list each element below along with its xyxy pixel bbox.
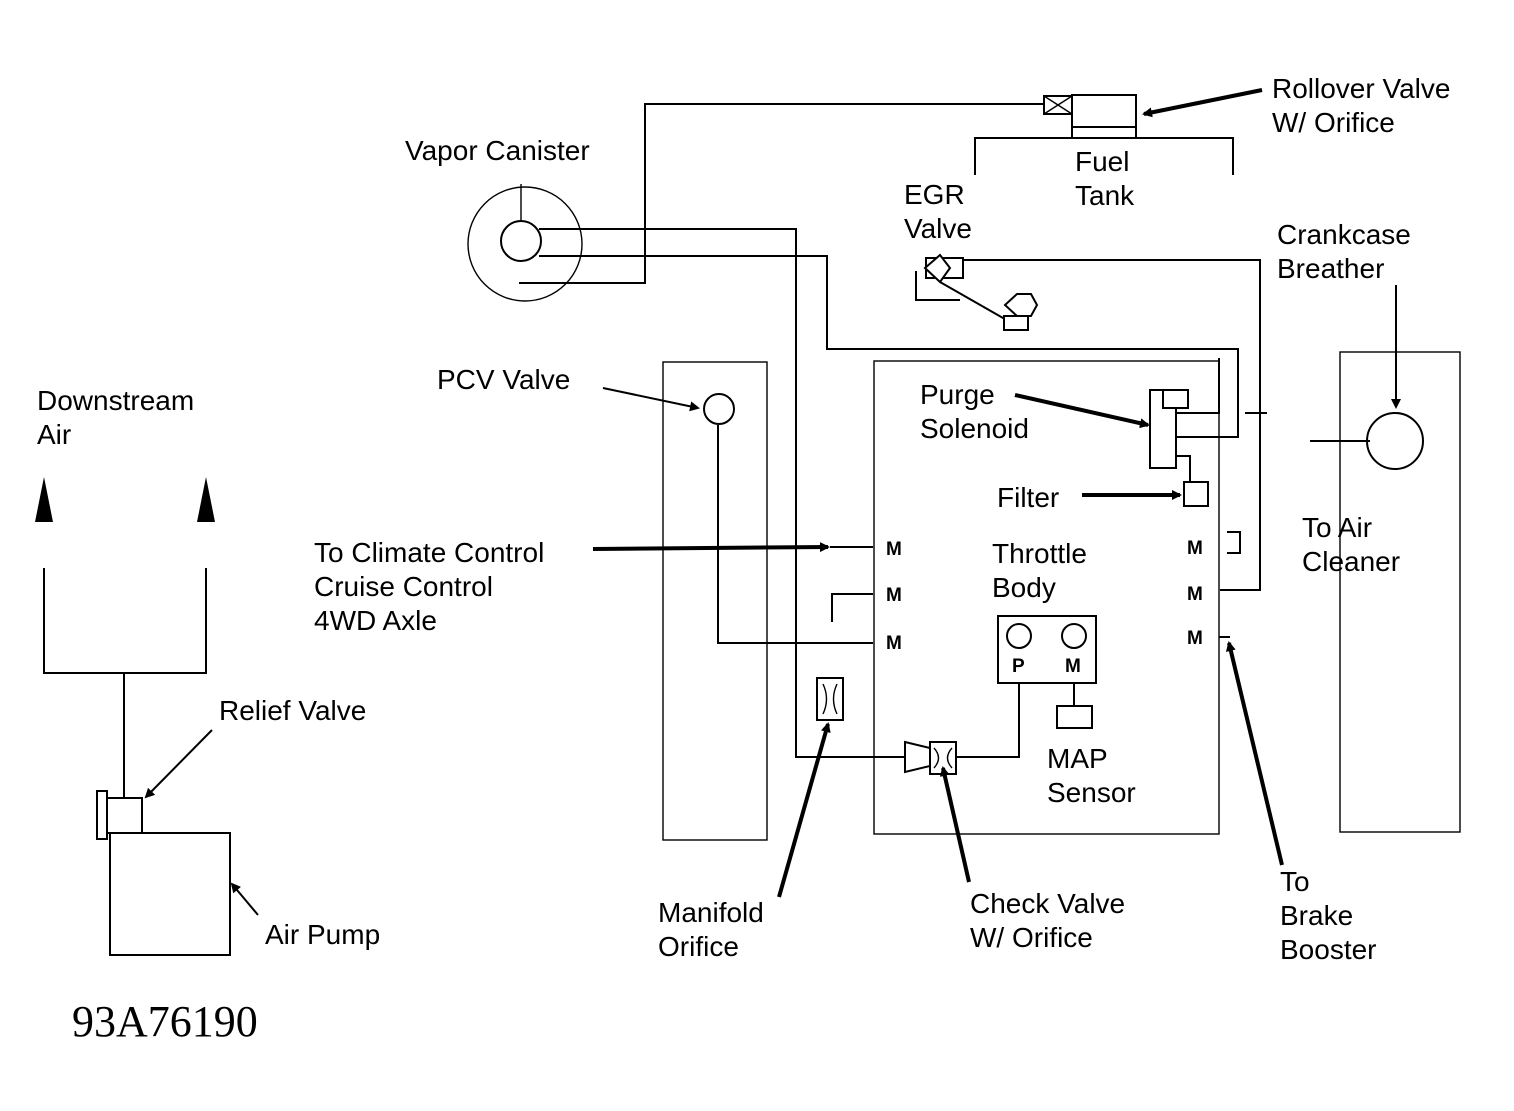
- label-to-climate-control: To Climate Control Cruise Control 4WD Ax…: [314, 537, 552, 636]
- label-rollover-valve: Rollover Valve W/ Orifice: [1272, 73, 1458, 138]
- port-marker-left-1: M: [886, 539, 902, 560]
- manifold-orifice: [816, 677, 844, 721]
- port-marker-left-2: M: [886, 585, 902, 606]
- port-marker-left-3: M: [886, 633, 902, 654]
- filter: [1183, 481, 1209, 507]
- label-map-sensor: MAP Sensor: [1047, 743, 1136, 808]
- label-to-brake-booster: To Brake Booster: [1280, 866, 1377, 965]
- rollover-valve: [1043, 94, 1137, 138]
- vapor-canister: [467, 184, 583, 302]
- label-purge-solenoid: Purge Solenoid: [920, 379, 1029, 444]
- vacuum-port-markers: M M M M M M P M: [886, 538, 1203, 677]
- arrow-up-left-icon: [35, 477, 53, 522]
- port-marker-right-3: M: [1187, 628, 1203, 649]
- port-marker-right-1: M: [1187, 538, 1203, 559]
- leader-arrows: [144, 88, 1401, 916]
- crankcase-breather: [1366, 412, 1424, 470]
- map-sensor: [1056, 705, 1093, 729]
- intake-manifold-housing: [873, 360, 1220, 835]
- throttle-body: [997, 615, 1097, 684]
- downstream-air-lines: [35, 477, 215, 798]
- port-marker-right-2: M: [1187, 584, 1203, 605]
- valve-cover-housing: [662, 361, 768, 841]
- arrow-up-right-icon: [197, 477, 215, 522]
- purge-solenoid: [1149, 389, 1189, 469]
- label-pcv-valve: PCV Valve: [437, 364, 570, 395]
- label-vapor-canister: Vapor Canister: [405, 135, 590, 166]
- throttle-pressure-marker: P: [1012, 656, 1025, 677]
- throttle-manifold-marker: M: [1065, 656, 1081, 677]
- label-throttle-body: Throttle Body: [992, 538, 1095, 603]
- label-egr-valve: EGR Valve: [904, 179, 972, 244]
- air-cleaner-housing: [1339, 351, 1461, 833]
- figure-code: 93A76190: [72, 997, 258, 1046]
- label-air-pump: Air Pump: [265, 919, 380, 950]
- vacuum-hoses: [519, 103, 1370, 758]
- air-pump: [96, 790, 231, 956]
- label-check-valve: Check Valve W/ Orifice: [970, 888, 1133, 953]
- label-relief-valve: Relief Valve: [219, 695, 366, 726]
- check-valve: [904, 740, 957, 775]
- label-filter: Filter: [997, 482, 1059, 513]
- egr-valve: [915, 253, 1039, 331]
- label-crankcase-breather: Crankcase Breather: [1277, 219, 1419, 284]
- label-downstream-air: Downstream Air: [37, 385, 202, 450]
- label-to-air-cleaner: To Air Cleaner: [1302, 512, 1400, 577]
- label-fuel-tank: Fuel Tank: [1075, 146, 1137, 211]
- fuel-tank: [974, 137, 1234, 175]
- pcv-valve: [703, 393, 735, 425]
- label-manifold-orifice: Manifold Orifice: [658, 897, 772, 962]
